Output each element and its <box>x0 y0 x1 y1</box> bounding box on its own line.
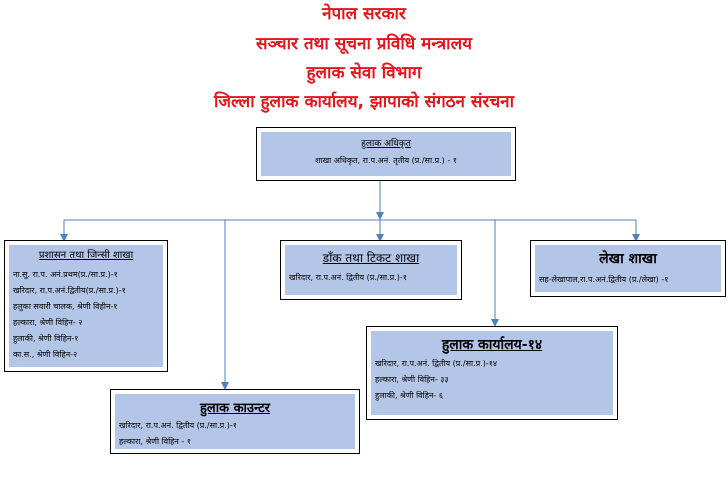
office14-box: हुलाक कार्यालय-१४ खरिदार, रा.प.अनं. द्वि… <box>366 326 618 420</box>
admin-line: हलुका सवारी चालक, श्रेणी विहीन-१ <box>13 302 118 311</box>
admin-line: हल्कारा, श्रेणी विहिन- २ <box>13 318 83 327</box>
header-line-4: जिल्ला हुलाक कार्यालय, झापाको संगठन संरच… <box>213 92 514 112</box>
counter-line: हल्कारा, श्रेणी विहिन - १ <box>119 437 191 446</box>
accounts-box: लेखा शाखा सह-लेखापाल,रा.प.अनं.द्वितीय (प… <box>530 240 726 297</box>
admin-title: प्रशासन तथा जिन्सी शाखा <box>38 250 134 261</box>
chief-line: शाखा अधिकृत, रा.प.अनं. तृतीय (प्र./सा.प्… <box>315 156 457 165</box>
admin-box: प्रशासन तथा जिन्सी शाखा ना.सु. रा.प. अनं… <box>4 240 168 372</box>
admin-line: ना.सु. रा.प. अनं.प्रथम(प्र./सा.प्र.)-१ <box>13 270 118 279</box>
dak-title: डाँक तथा टिकट शाखा <box>322 251 420 265</box>
counter-line: खरिदार, रा.प.अनं. द्वितीय (प्र./सा.प्र.)… <box>119 421 237 430</box>
chief-box: हुलाक अधिकृत शाखा अधिकृत, रा.प.अनं. तृती… <box>256 127 516 181</box>
dak-box: डाँक तथा टिकट शाखा खरिदार, रा.प.अनं. द्व… <box>280 240 462 300</box>
header-line-2: सञ्चार तथा सूचना प्रविधि मन्त्रालय <box>256 34 472 54</box>
office14-line: खरिदार, रा.प.अनं. द्वितीय (प्र./सा.प्र.)… <box>375 359 498 368</box>
counter-box: हुलाक काउन्टर खरिदार, रा.प.अनं. द्वितीय … <box>110 389 360 454</box>
header-line-1: नेपाल सरकार <box>322 4 406 24</box>
office14-title: हुलाक कार्यालय-१४ <box>441 337 543 353</box>
header-line-3: हुलाक सेवा विभाग <box>306 63 422 83</box>
admin-line: हुलाकी, श्रेणी विहिन-१ <box>13 334 79 343</box>
office14-line: हुलाकी, श्रेणी विहिन- ६ <box>375 391 443 400</box>
accounts-line: सह-लेखापाल,रा.प.अनं.द्वितीय (प्र./लेखा) … <box>539 275 669 284</box>
office14-line: हल्कारा, श्रेणी विहिन- ३३ <box>375 375 449 384</box>
admin-line: खरिदार, रा.प.अनं.द्वितीय(प्र./सा.प्र.)-१ <box>13 286 126 295</box>
accounts-title: लेखा शाखा <box>599 251 657 267</box>
counter-title: हुलाक काउन्टर <box>199 401 271 416</box>
chief-title: हुलाक अधिकृत <box>361 139 411 149</box>
admin-line: का.स., श्रेणी विहिन-२ <box>13 350 78 359</box>
dak-line: खरिदार, रा.प.अनं. द्वितीय (प्र./सा.प्र.)… <box>289 273 407 282</box>
